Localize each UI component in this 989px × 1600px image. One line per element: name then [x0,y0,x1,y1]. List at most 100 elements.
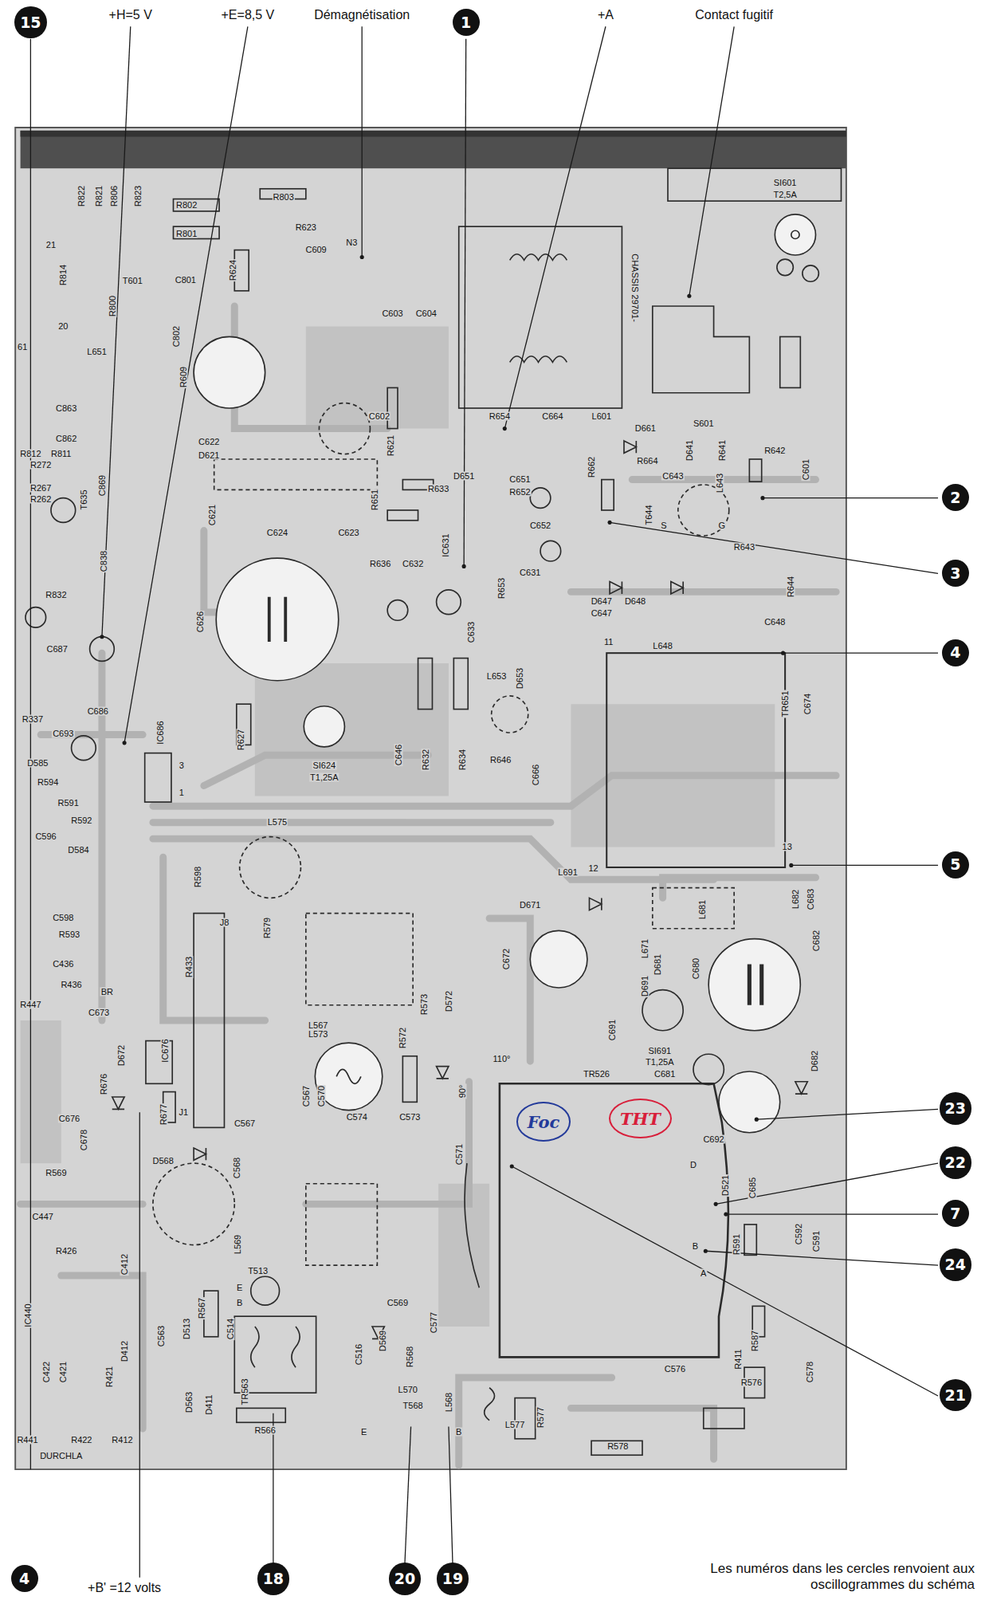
component-label: R591 [57,797,80,807]
component-label: R436 [59,979,83,989]
callout-number: 4 [941,639,970,667]
component-label: D641 [684,439,694,462]
component-label: D681 [653,953,663,976]
component-label: R433 [184,955,193,978]
component-label: C602 [368,411,391,420]
component-label: R822 [77,184,87,207]
component-label: T2,5A [772,190,797,200]
component-label: R587 [749,1329,759,1352]
component-label: C691 [607,1018,617,1041]
callout-number: 19 [436,1561,469,1594]
component-label: R568 [405,1344,415,1367]
component-label: C577 [428,1310,438,1334]
component-label: R567 [197,1296,207,1319]
component-label: D648 [624,596,647,605]
callout-number: 20 [388,1561,421,1594]
component-label: 20 [57,321,69,331]
callout-text: 5 [949,856,961,872]
component-label: L671 [639,937,649,959]
component-label: L577 [504,1420,526,1429]
component-label: R447 [19,1000,42,1009]
component-label: L575 [266,817,288,827]
component-label: TR526 [582,1069,611,1079]
callout-text: 20 [394,1570,416,1586]
component-label: CHASSIS 29701- [629,252,639,323]
voltage-annotation: +B' =12 volts [85,1580,164,1595]
component-label: D572 [443,989,453,1013]
component-label: D691 [639,974,649,997]
callout-number: 7 [941,1199,970,1227]
component-label: R634 [457,748,467,771]
component-label: G [718,520,727,530]
callout-number: 22 [939,1145,972,1178]
component-label: C652 [529,520,552,530]
component-label: B [455,1427,463,1437]
callout-number: 3 [941,559,970,587]
component-label: C567 [233,1118,256,1127]
callout-text: 4 [949,644,961,660]
component-label: C596 [34,832,57,841]
component-label: R337 [21,714,44,723]
component-label: C633 [467,620,476,644]
component-label: C421 [58,1360,68,1383]
component-label: R677 [158,1102,168,1126]
component-label: IC676 [160,1037,170,1063]
voltage-annotation: +E=8,5 V [219,7,278,23]
component-label: C514 [226,1317,236,1340]
component-label: C569 [386,1297,409,1307]
component-label: L601 [591,411,613,420]
component-label: C664 [541,411,564,420]
component-label: L651 [86,347,107,357]
component-label: C631 [518,567,542,577]
component-label: R654 [488,411,511,420]
component-label: C648 [763,617,786,627]
component-label: T568 [402,1400,424,1409]
component-label: R609 [179,365,189,389]
component-label: R627 [235,727,245,750]
callout-text: 24 [945,1256,966,1272]
component-label: D411 [204,1393,214,1415]
component-label: B [691,1241,699,1251]
component-label: D661 [634,423,657,433]
component-label: IC686 [155,719,165,745]
component-label: R802 [175,200,198,210]
component-label: C436 [51,959,75,969]
component-label: C678 [78,1128,88,1151]
component-label: C632 [401,559,424,569]
component-label: C646 [394,743,404,766]
voltage-annotation: Démagnétisation [311,7,413,23]
component-label: R569 [44,1168,67,1178]
component-label: 110° [491,1053,511,1063]
component-label: T635 [78,488,88,511]
component-label: C801 [174,274,197,284]
component-label: L568 [443,1391,453,1413]
component-label: C666 [530,763,540,786]
component-label: C692 [702,1134,725,1144]
component-label: L567 [307,1020,329,1029]
component-label: C863 [54,403,78,413]
component-label: C680 [690,957,700,980]
component-label: R662 [587,455,597,479]
component-label: SI691 [647,1045,672,1055]
component-label: R643 [733,541,756,551]
component-label: 12 [587,863,599,872]
voltage-annotation: +H=5 V [106,7,155,23]
component-label: D584 [66,844,90,854]
component-label: R806 [109,184,119,207]
component-label: D563 [184,1390,193,1413]
component-label: R642 [763,446,786,456]
callout-number: 15 [14,6,47,39]
component-label: C568 [231,1156,241,1179]
component-label: R644 [785,574,795,597]
component-label: C567 [301,1084,311,1107]
component-label: R421 [104,1365,114,1388]
component-label: R598 [193,865,203,888]
component-label: T1,25A [309,772,339,781]
callout-number: 2 [941,483,970,511]
component-label: L681 [698,898,707,920]
component-label: C578 [804,1360,814,1383]
component-label: L570 [397,1384,419,1394]
component-label: L569 [233,1233,243,1255]
component-label: R811 [50,449,72,459]
